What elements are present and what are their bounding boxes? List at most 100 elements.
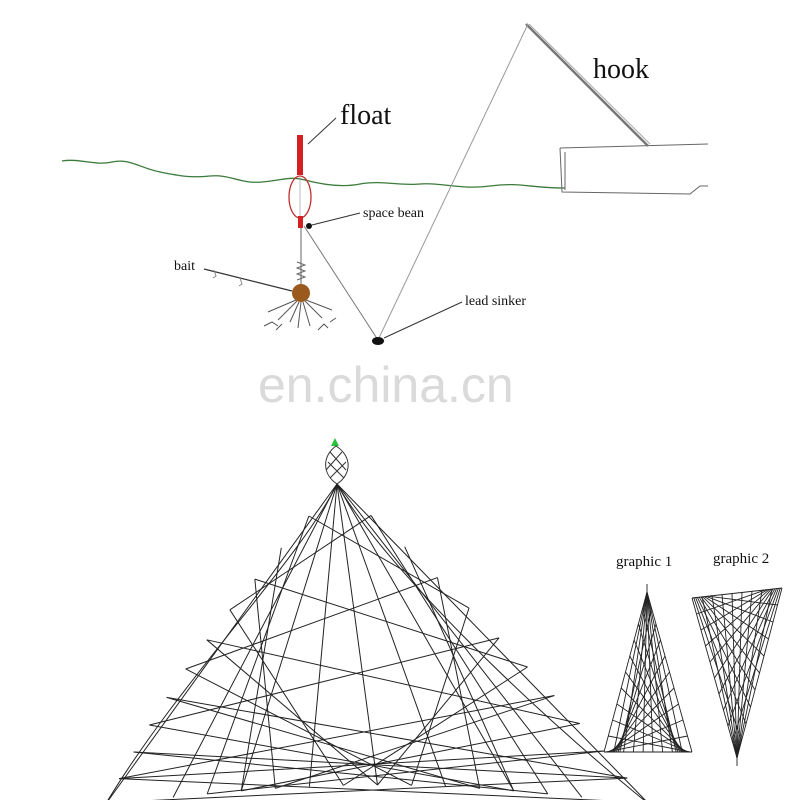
net-mesh-line	[718, 588, 776, 695]
net-mesh-line	[404, 546, 515, 792]
net-radial-line	[701, 596, 738, 759]
net-mesh-line	[229, 609, 344, 786]
net-mesh-line	[149, 724, 514, 792]
net-mesh-line	[698, 596, 756, 691]
net-radial-line	[711, 595, 738, 759]
net-mesh-line	[609, 703, 679, 753]
net-mesh-line	[614, 655, 666, 753]
net-radial-line	[646, 591, 654, 753]
net-mesh-line	[411, 607, 470, 786]
net-radial-line	[736, 590, 763, 759]
net-mesh-line	[727, 588, 779, 727]
net-radial-line	[308, 483, 338, 787]
net-cross-line	[206, 639, 580, 724]
net-cross-line	[118, 695, 555, 780]
net-radial-line	[172, 483, 338, 798]
net-mesh-line	[241, 723, 580, 792]
net-mesh-line	[714, 588, 774, 679]
bait-small-hooks	[212, 269, 243, 287]
water-surface-line	[61, 159, 566, 189]
lead-sinker-pointer-line	[383, 301, 463, 339]
net-radial-line	[336, 483, 378, 786]
float-icon	[288, 135, 312, 228]
net-mesh-line	[151, 777, 628, 800]
net-radial-line	[240, 483, 338, 792]
net-mesh-line	[275, 695, 555, 789]
net-mesh-line	[700, 589, 768, 631]
net-mesh-line	[377, 637, 500, 786]
large-cast-net-icon	[107, 483, 646, 800]
net-mesh-line	[620, 687, 686, 753]
label-graphic-2: graphic 2	[713, 551, 769, 567]
net-mesh-line	[610, 687, 675, 753]
net-mesh-line	[709, 588, 772, 663]
bait-spring-icon	[295, 261, 307, 281]
net-mesh-line	[436, 577, 481, 789]
net-mesh-line	[696, 589, 766, 615]
net-top-marker-icon	[331, 438, 339, 446]
label-hook: hook	[593, 54, 649, 85]
bait-pointer-line	[203, 268, 293, 292]
net-mesh-line	[133, 751, 548, 795]
net-mesh-line	[633, 639, 681, 753]
main-line-rod	[377, 23, 529, 341]
graphic-2-net-icon	[691, 587, 783, 766]
net-mesh-line	[166, 696, 480, 789]
net-mesh-line	[702, 596, 765, 657]
label-bait: bait	[174, 259, 195, 274]
net-cross-line	[133, 751, 628, 779]
net-radial-line	[721, 594, 738, 759]
label-graphic-1: graphic 1	[616, 554, 672, 570]
net-mesh-line	[206, 515, 310, 795]
lead-sinker-icon	[372, 337, 384, 345]
bait-ball-icon	[292, 284, 310, 302]
net-cross-line	[149, 637, 500, 726]
label-float: float	[340, 100, 392, 131]
net-mesh-line	[695, 597, 747, 725]
net-radial-line	[336, 483, 515, 792]
net-radial-line	[646, 591, 683, 753]
net-mesh-line	[608, 735, 691, 753]
net-mesh-line	[370, 515, 549, 795]
float-pointer-line	[307, 117, 337, 145]
boat-outline	[559, 143, 709, 195]
net-mesh-line	[605, 735, 688, 753]
main-line-float	[303, 225, 379, 341]
net-mesh-line	[207, 750, 604, 795]
net-mesh-line	[700, 596, 760, 674]
net-top-cone-icon	[325, 445, 349, 485]
net-mesh-line	[612, 719, 689, 753]
net-mesh-line	[732, 588, 781, 743]
net-cross-line	[166, 696, 628, 779]
fishing-rod	[525, 23, 651, 147]
net-radial-line	[736, 591, 753, 759]
net-radial-line	[736, 589, 773, 759]
graphic-1-net-icon	[603, 584, 693, 753]
label-space-bean: space bean	[363, 206, 424, 221]
net-radial-line	[623, 591, 648, 753]
net-mesh-line	[616, 703, 687, 753]
net-cross-line	[308, 515, 470, 609]
watermark-text: en.china.cn	[258, 357, 514, 413]
net-radial-line	[642, 591, 648, 753]
space-bean-pointer-line	[311, 212, 361, 226]
net-mesh-line	[706, 595, 774, 623]
net-mesh-line	[607, 719, 684, 753]
hooks-cluster-icon	[263, 299, 337, 331]
net-mesh-line	[708, 595, 778, 606]
net-radial-line	[613, 591, 648, 753]
net-outline	[107, 483, 645, 800]
net-cross-line	[119, 750, 604, 780]
label-lead-sinker: lead sinker	[465, 294, 526, 309]
net-radial-line	[646, 591, 673, 753]
net-radial-line	[336, 483, 583, 798]
net-mesh-line	[693, 597, 742, 742]
space-bean-icon	[306, 223, 312, 229]
net-mesh-line	[629, 655, 682, 753]
net-mesh-line	[254, 579, 276, 789]
net-mesh-line	[615, 639, 661, 753]
net-mesh-line	[240, 547, 282, 791]
net-cross-line	[185, 577, 438, 670]
